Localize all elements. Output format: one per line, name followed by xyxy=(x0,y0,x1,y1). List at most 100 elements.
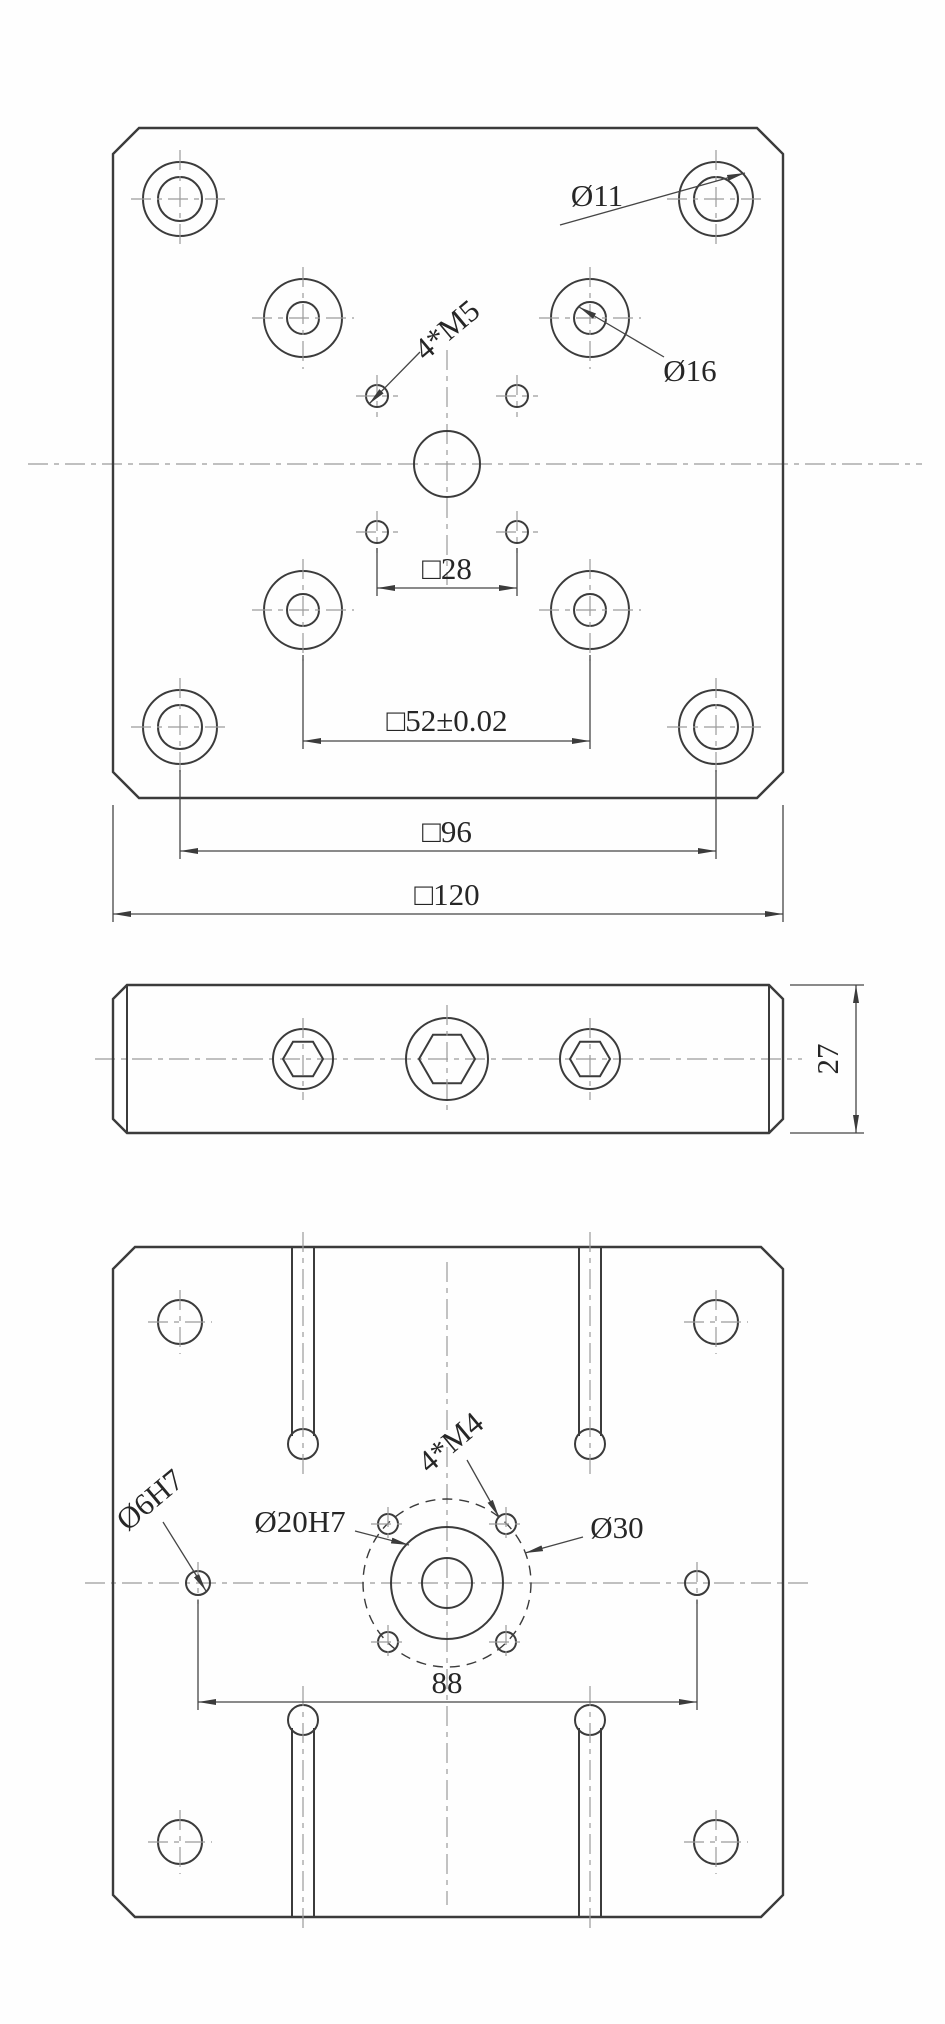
corner-hole xyxy=(667,150,765,248)
socket-screw xyxy=(272,1018,334,1100)
socket-screw xyxy=(405,1005,489,1113)
corner-hole xyxy=(684,1810,748,1874)
slot-sides xyxy=(578,1728,602,1917)
through-hole-circle xyxy=(421,1557,473,1609)
bore-hole xyxy=(539,559,641,661)
corner-hole xyxy=(684,1290,748,1354)
leader-line xyxy=(578,306,665,358)
dim-text-27: 27 xyxy=(810,1044,845,1075)
top-view: Ø11 4*M5 Ø16 □28 □52±0.02 □96 xyxy=(28,126,922,922)
slot-hole xyxy=(574,1232,606,1478)
bolt-circle xyxy=(362,1498,532,1668)
centerline-cross xyxy=(496,511,538,553)
centerline-cross xyxy=(371,1625,405,1659)
corner-hole xyxy=(148,1290,212,1354)
slot-sides xyxy=(578,1247,602,1436)
plate-outline xyxy=(111,1245,785,1919)
slot-sides xyxy=(291,1247,315,1436)
centerline-cross xyxy=(496,375,538,417)
thread-hole xyxy=(356,375,398,417)
leader-line xyxy=(524,1536,584,1554)
callout-dowel-hole: Ø6H7 xyxy=(109,1462,207,1592)
centerline-cross xyxy=(667,150,765,248)
label-thread-holes: 4*M4 xyxy=(411,1405,491,1480)
corner-hole xyxy=(148,1810,212,1874)
chamfer-edge-lines xyxy=(126,985,770,1133)
slot-hole xyxy=(287,1232,319,1478)
extension-lines xyxy=(302,655,591,749)
centerline-cross xyxy=(356,511,398,553)
bore-hole xyxy=(252,559,354,661)
corner-hole xyxy=(667,678,765,776)
side-view: 27 xyxy=(95,983,864,1135)
label-corner-hole-dia: Ø11 xyxy=(571,178,623,213)
hex-socket xyxy=(568,1040,612,1078)
centerline-cross xyxy=(684,1290,748,1354)
centerline-cross xyxy=(667,678,765,776)
centerline-cross xyxy=(148,1810,212,1874)
thread-hole xyxy=(489,1625,523,1659)
thread-hole xyxy=(496,375,538,417)
socket-screw xyxy=(559,1018,621,1100)
bore-hole xyxy=(539,267,641,369)
dowel-hole xyxy=(185,1562,211,1604)
hex-socket xyxy=(417,1033,477,1085)
leader-line xyxy=(368,351,421,405)
thread-hole xyxy=(371,1625,405,1659)
centerline-cross xyxy=(131,678,229,776)
slot-sides xyxy=(291,1728,315,1917)
plate-outline xyxy=(111,126,785,800)
centerline-cross xyxy=(489,1507,523,1541)
centerline-cross xyxy=(252,267,354,369)
callout-center-bore: Ø20H7 xyxy=(254,1504,410,1546)
centerline-cross xyxy=(131,150,229,248)
dimension-28: □28 xyxy=(376,548,518,596)
corner-hole xyxy=(131,678,229,776)
slot-hole xyxy=(287,1686,319,1932)
dimension-96: □96 xyxy=(179,770,717,859)
centerline-cross xyxy=(356,375,398,417)
bore-circle xyxy=(390,1526,504,1640)
leader-line xyxy=(559,172,746,226)
callout-thread-holes: 4*M5 xyxy=(368,292,486,405)
centerline-cross xyxy=(371,1507,405,1541)
thread-hole xyxy=(489,1507,523,1541)
centerline-cross xyxy=(148,1290,212,1354)
leader-line xyxy=(466,1459,500,1518)
hex-socket xyxy=(281,1040,325,1078)
centerline-cross xyxy=(684,1810,748,1874)
extension-lines xyxy=(790,984,864,1134)
thread-hole xyxy=(356,511,398,553)
extension-lines xyxy=(112,805,784,922)
dimension-88: 88 xyxy=(197,1600,698,1710)
centerline-cross xyxy=(539,559,641,661)
callout-corner-hole: Ø11 xyxy=(559,172,746,226)
extension-lines xyxy=(179,770,717,859)
label-dowel-hole: Ø6H7 xyxy=(109,1462,190,1538)
bore-hole xyxy=(252,267,354,369)
center-hole xyxy=(413,430,481,498)
slot-hole xyxy=(574,1686,606,1932)
dim-text-52: □52±0.02 xyxy=(387,703,508,738)
thread-hole xyxy=(371,1507,405,1541)
dowel-hole xyxy=(684,1562,710,1604)
dim-text-120: □120 xyxy=(414,877,479,912)
leader-line xyxy=(354,1530,410,1546)
callout-bolt-circle: Ø30 xyxy=(524,1510,644,1554)
dim-text-88: 88 xyxy=(432,1665,463,1700)
label-center-bore: Ø20H7 xyxy=(254,1504,345,1539)
dim-text-28: □28 xyxy=(422,551,472,586)
callout-counterbore: Ø16 xyxy=(578,306,717,388)
label-bolt-circle-dia: Ø30 xyxy=(590,1510,643,1545)
dimension-120: □120 xyxy=(112,805,784,922)
callout-thread-holes: 4*M4 xyxy=(411,1405,500,1518)
center-bore xyxy=(362,1498,532,1668)
extension-lines xyxy=(197,1600,698,1710)
thread-hole xyxy=(496,511,538,553)
leader-line xyxy=(162,1521,207,1592)
centerline-cross xyxy=(252,559,354,661)
label-counterbore-dia: Ø16 xyxy=(663,353,716,388)
corner-hole xyxy=(131,150,229,248)
dim-text-96: □96 xyxy=(422,814,472,849)
